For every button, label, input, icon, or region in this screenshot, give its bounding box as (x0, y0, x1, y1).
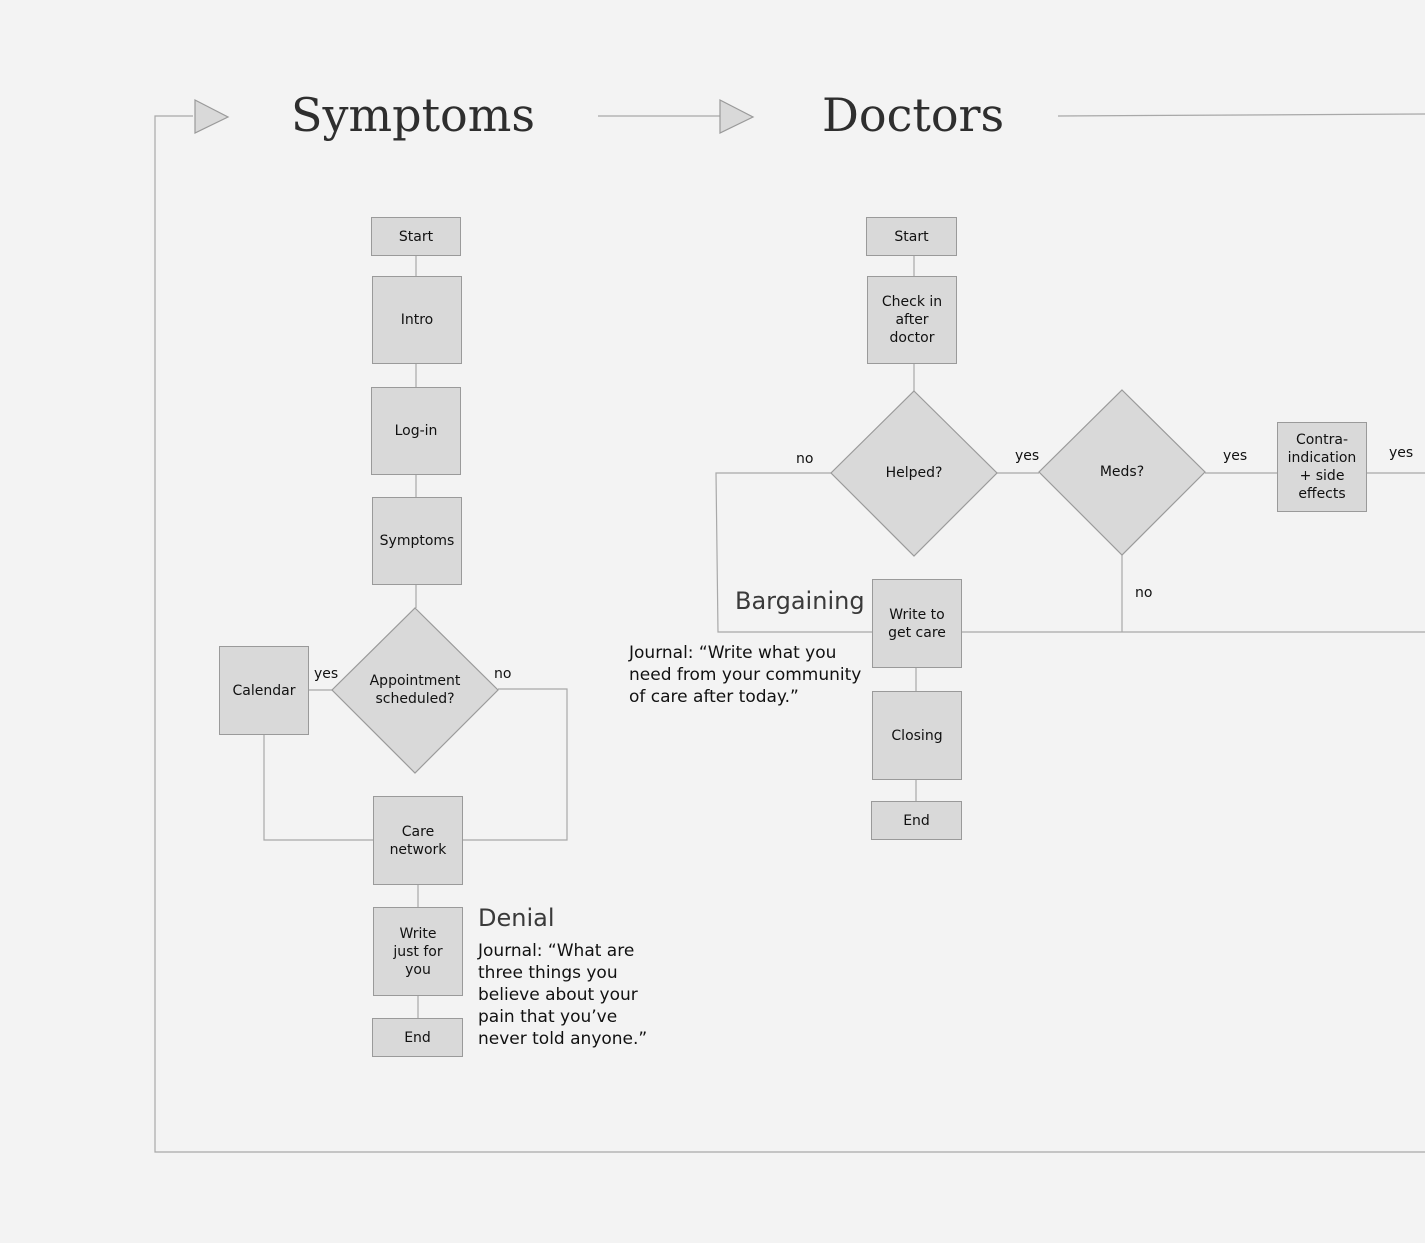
symptoms-end-node: End (372, 1018, 463, 1057)
symptoms-heading: Symptoms (291, 88, 535, 142)
arrowhead-icon (719, 99, 755, 134)
helped-decision-label: Helped? (885, 465, 943, 481)
denial-stage-label: Denial (478, 904, 555, 932)
appointment-decision-label: Appointment scheduled? (369, 673, 461, 707)
contra-yes-label: yes (1389, 445, 1414, 461)
login-node: Log-in (371, 387, 461, 475)
contraindication-node: Contra-indication + side effects (1277, 422, 1367, 512)
intro-node: Intro (372, 276, 462, 364)
appointment-no-label: no (494, 666, 512, 682)
denial-journal-prompt: Journal: “What are three things you beli… (478, 941, 648, 1049)
helped-yes-label: yes (1015, 448, 1040, 464)
helped-decision-diamond (830, 390, 998, 557)
arrowhead-icon (194, 99, 230, 134)
write-to-get-care-node: Write to get care (872, 579, 962, 668)
bargaining-stage-label: Bargaining (735, 587, 865, 615)
write-just-for-you-node: Write just for you (373, 907, 463, 996)
check-in-node: Check in after doctor (867, 276, 957, 364)
doctors-start-node: Start (866, 217, 957, 256)
doctors-end-node: End (871, 801, 962, 840)
closing-node: Closing (872, 691, 962, 780)
appointment-yes-label: yes (314, 666, 339, 682)
care-network-node: Care network (373, 796, 463, 885)
meds-yes-label: yes (1223, 448, 1248, 464)
bargaining-journal-prompt: Journal: “Write what you need from your … (629, 643, 862, 707)
doctors-heading: Doctors (822, 88, 1005, 142)
symptoms-node: Symptoms (372, 497, 462, 585)
doctors-to-next-connector (1057, 113, 1425, 117)
calendar-node: Calendar (219, 646, 309, 735)
helped-no-label: no (796, 451, 814, 467)
meds-no-label: no (1135, 585, 1153, 601)
loop-connector (154, 115, 1425, 1153)
symptoms-start-node: Start (371, 217, 461, 256)
meds-decision-label: Meds? (1099, 464, 1145, 480)
appointment-decision-diamond (331, 607, 499, 774)
meds-decision-diamond (1038, 389, 1206, 556)
